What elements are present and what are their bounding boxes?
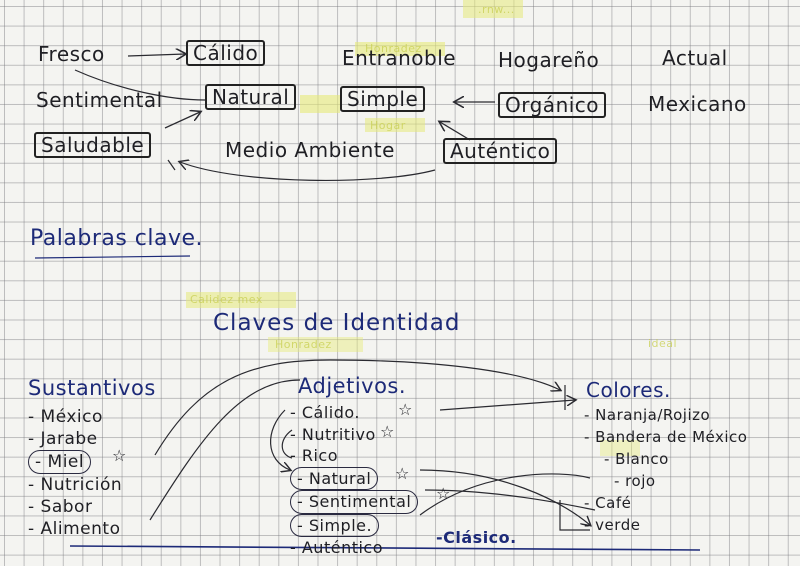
heading-claves-identidad: Claves de Identidad [213, 310, 461, 336]
star-icon: ☆ [395, 464, 410, 483]
list-item: - Nutritivo [290, 424, 376, 444]
list-item: - Jarabe [28, 429, 98, 449]
list-item: - Naranja/Rojizo [584, 406, 711, 424]
star-icon: ☆ [112, 446, 127, 465]
list-item: - Miel [28, 450, 92, 474]
star-icon: ☆ [436, 484, 451, 503]
list-item: - Alimento [28, 519, 121, 539]
list-item: - Auténtico [290, 538, 384, 557]
list-item: - Nutrición [28, 475, 123, 495]
list-item: - Blanco [604, 450, 669, 468]
sustantivos-list: - México - Jarabe - Miel - Nutrición - S… [28, 406, 122, 540]
list-item: - Natural [290, 466, 379, 490]
list-item: - Rico [290, 446, 339, 465]
list-item: - Simple. [290, 513, 380, 537]
word-saludable: Saludable [34, 132, 152, 158]
highlight-mark [186, 292, 296, 308]
word-actual: Actual [662, 46, 728, 70]
list-item: - Sentimental [290, 490, 419, 514]
highlight-mark [268, 337, 363, 352]
word-natural: Natural [205, 84, 297, 110]
list-item: - Bandera de México [584, 428, 748, 446]
star-icon: ☆ [380, 422, 395, 441]
word-hogareno: Hogareño [498, 48, 600, 72]
word-medio-ambiente: Medio Ambiente [225, 138, 395, 162]
word-organico: Orgánico [498, 92, 607, 118]
list-item: - rojo [614, 472, 656, 490]
word-simple: Simple [340, 86, 426, 112]
word-fresco: Fresco [38, 42, 105, 66]
adjetivo-clasico: -Clásico. [436, 528, 517, 547]
highlight-mark [365, 118, 425, 132]
highlight-mark [600, 440, 640, 456]
star-icon: ☆ [398, 400, 413, 419]
heading-palabras-clave: Palabras clave. [30, 226, 204, 251]
list-item: - Sabor [28, 497, 93, 517]
word-calido: Cálido [186, 40, 266, 66]
word-mexicano: Mexicano [648, 92, 747, 116]
list-item: - verde [584, 516, 641, 534]
colores-list: - Naranja/Rojizo - Bandera de México - B… [584, 404, 747, 536]
colores-title: Colores. [586, 378, 671, 402]
word-entranoble: Entranoble [342, 46, 457, 70]
list-item: - México [28, 407, 103, 427]
highlight-mark [355, 42, 445, 56]
sustantivos-title: Sustantivos [28, 376, 156, 400]
highlight-mark [463, 0, 523, 18]
highlight-mark [300, 95, 340, 113]
list-item: - Cálido. [290, 403, 360, 422]
adjetivos-list: - Cálido. - Nutritivo - Rico - Natural -… [290, 402, 419, 559]
word-sentimental: Sentimental [36, 88, 163, 112]
word-autentico: Auténtico [443, 138, 558, 164]
list-item: - Café [584, 494, 632, 512]
adjetivos-title: Adjetivos. [298, 374, 407, 398]
